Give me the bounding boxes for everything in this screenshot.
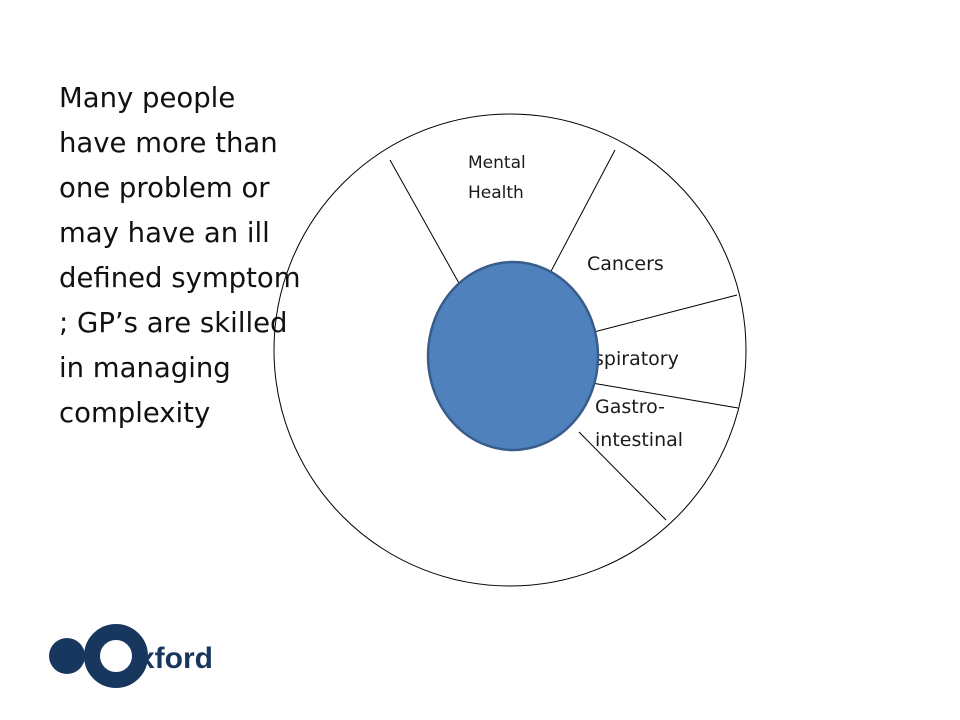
divider-line-3 <box>589 294 738 334</box>
segment-label-line: Gastro- <box>595 396 665 418</box>
divider-line-2 <box>547 149 616 278</box>
segment-label-line: intestinal <box>595 429 683 451</box>
segment-label-gastro-intestinal: Gastro- intestinal <box>595 396 683 451</box>
divider-line-5 <box>578 431 667 521</box>
logo-dot-icon <box>49 638 85 674</box>
core-circle <box>426 260 600 452</box>
segment-label-line: Health <box>468 183 524 203</box>
logo-text: xford <box>138 642 213 675</box>
segment-label-cancers: Cancers <box>587 253 664 275</box>
segment-label-line: Mental <box>468 153 526 173</box>
segment-label-line: Cancers <box>587 253 664 275</box>
caption-line: ; GP’s are skilled <box>59 307 288 339</box>
caption-line: may have an ill <box>59 217 270 249</box>
caption-line: defined symptom <box>59 262 301 294</box>
caption-line: have more than <box>59 127 278 159</box>
divider-line-1 <box>389 159 461 286</box>
divider-line-4 <box>591 382 739 409</box>
logo-ring-icon <box>84 624 148 688</box>
caption-line: in managing <box>59 352 231 384</box>
caption-text: Many people have more than one problem o… <box>59 76 339 436</box>
caption-line: one problem or <box>59 172 270 204</box>
oxford-logo: xford <box>49 624 213 688</box>
caption-line: complexity <box>59 397 211 429</box>
caption-line: Many people <box>59 82 236 114</box>
segment-label-mental-health: Mental Health <box>468 153 531 203</box>
